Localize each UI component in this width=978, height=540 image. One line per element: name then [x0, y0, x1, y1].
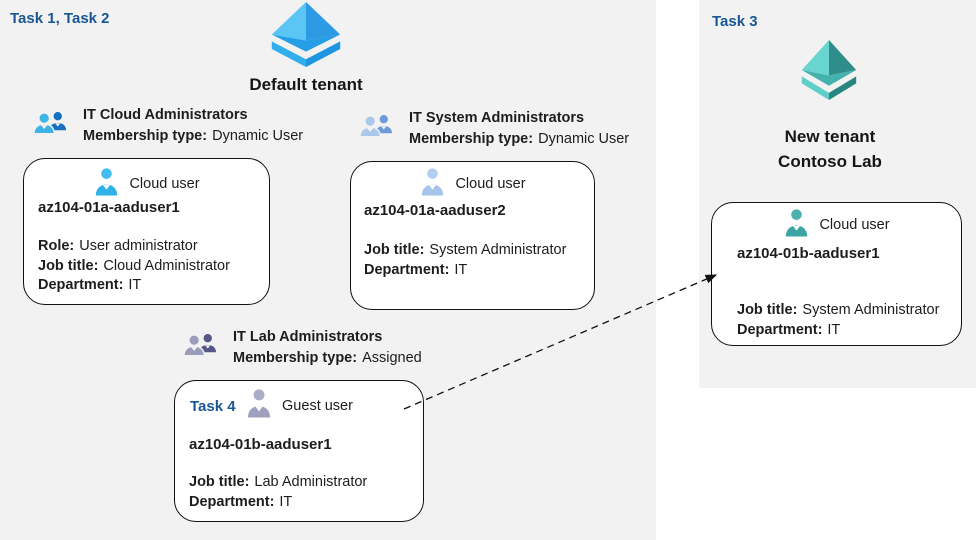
group-name: IT Cloud Administrators	[83, 107, 248, 123]
azure-ad-blue-icon	[263, 2, 349, 72]
group-name: IT System Administrators	[409, 110, 585, 126]
cloud-user-icon	[93, 167, 120, 201]
user-attributes: Job title:System Administrator Departmen…	[737, 302, 940, 338]
cloud-user-icon	[419, 167, 446, 201]
user-attributes: Role:User administrator Job title:Cloud …	[38, 238, 230, 293]
user-type-label: Cloud user	[819, 217, 890, 233]
group-people-icon	[33, 103, 66, 148]
user-type-label: Cloud user	[129, 176, 200, 192]
guest-user-card: Task 4 Guest user az104-01b-aaduser1 Job…	[174, 380, 424, 522]
group-it-lab-administrators: IT Lab Administrators Membership type:As…	[183, 325, 422, 370]
group-name: IT Lab Administrators	[233, 329, 383, 345]
cloud-user-card-aaduser2: Cloud user az104-01a-aaduser2 Job title:…	[350, 161, 595, 310]
group-people-icon	[183, 325, 216, 370]
task-4-label: Task 4	[190, 398, 236, 415]
user-type-label: Guest user	[282, 397, 353, 414]
user-name: az104-01b-aaduser1	[737, 245, 880, 262]
group-people-icon	[359, 106, 392, 151]
user-name: az104-01a-aaduser1	[38, 199, 180, 216]
guest-user-icon	[245, 388, 273, 423]
new-tenant-title: New tenant Contoso Lab	[778, 127, 882, 171]
user-name: az104-01a-aaduser2	[364, 202, 506, 219]
task-1-2-label: Task 1, Task 2	[10, 10, 110, 27]
cloud-user-card-aaduser1: Cloud user az104-01a-aaduser1 Role:User …	[23, 158, 270, 305]
task-3-label: Task 3	[712, 13, 758, 30]
default-tenant-title: Default tenant	[249, 75, 363, 94]
cloud-user-icon	[783, 208, 810, 242]
azure-ad-teal-icon	[795, 40, 863, 105]
user-type-label: Cloud user	[455, 176, 526, 192]
user-attributes: Job title:System Administrator Departmen…	[364, 242, 567, 278]
user-name: az104-01b-aaduser1	[189, 436, 332, 453]
membership-type: Membership type:Dynamic User	[83, 128, 304, 144]
membership-type: Membership type:Dynamic User	[409, 131, 630, 147]
user-attributes: Job title:Lab Administrator Department:I…	[189, 474, 368, 510]
new-tenant-cloud-user-card: Cloud user az104-01b-aaduser1 Job title:…	[711, 202, 962, 346]
group-it-system-administrators: IT System Administrators Membership type…	[359, 106, 629, 151]
group-it-cloud-administrators: IT Cloud Administrators Membership type:…	[33, 103, 303, 148]
membership-type: Membership type:Assigned	[233, 350, 422, 366]
